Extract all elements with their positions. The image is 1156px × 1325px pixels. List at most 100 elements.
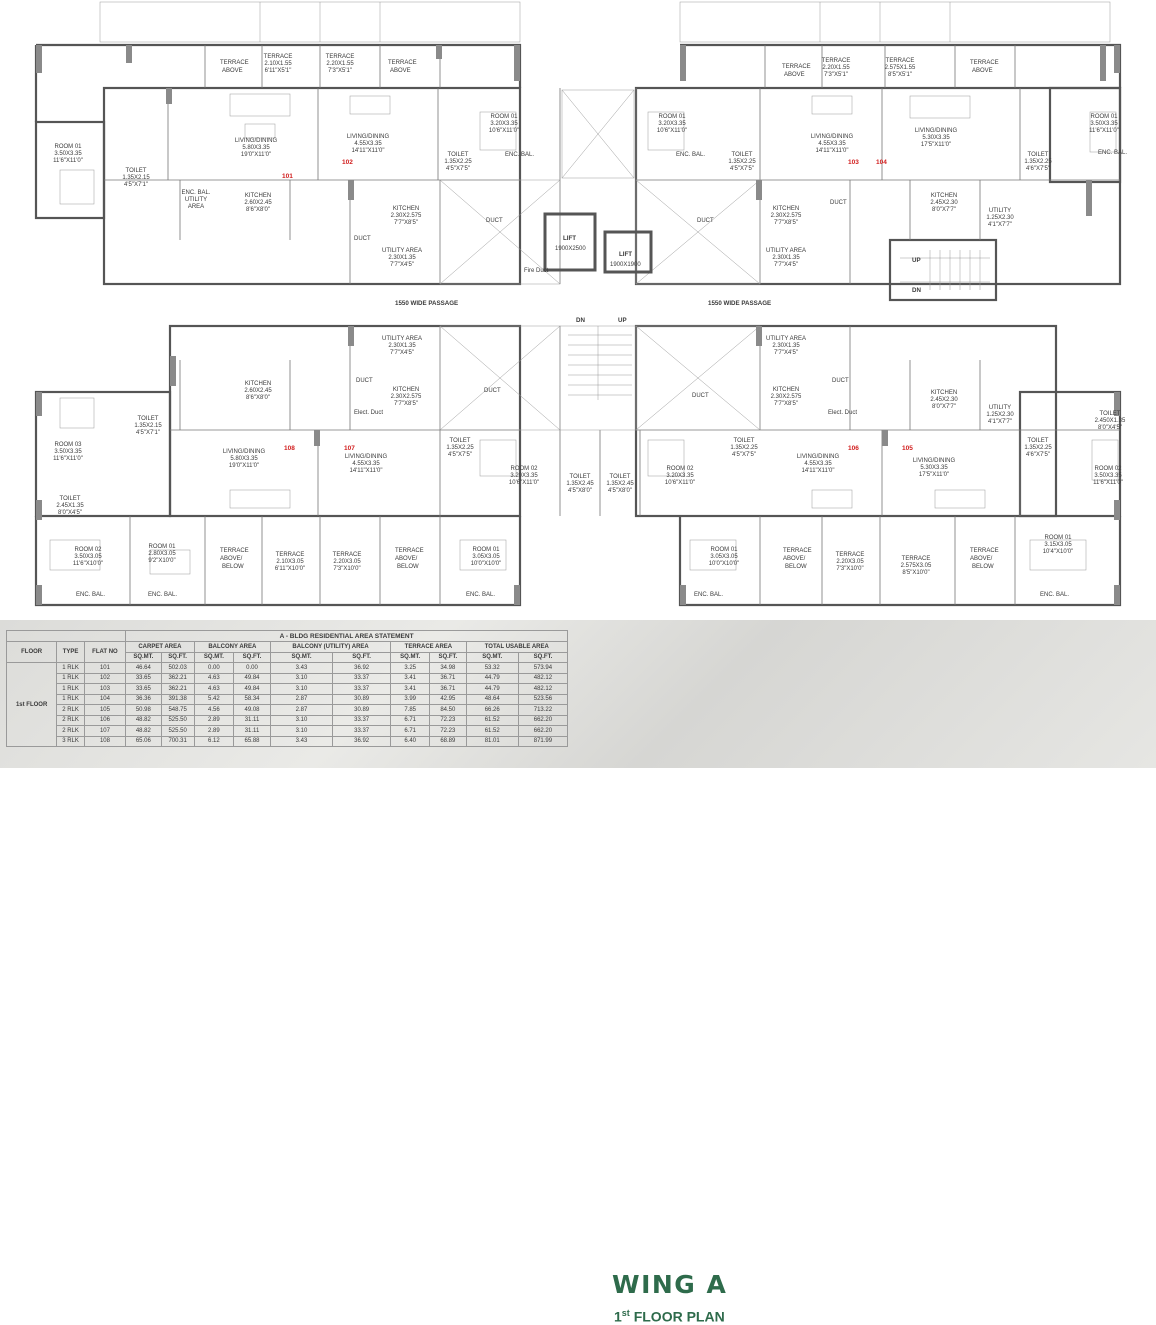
room-label-33-m: 5.80X3.35	[230, 456, 258, 462]
fire-duct-label: Fire Duct	[524, 268, 549, 274]
room-label-0-n: TERRACE	[264, 54, 293, 60]
enc-bal-3: ENC. BAL.	[1098, 150, 1127, 156]
duct-label-8: DUCT	[832, 378, 849, 384]
room-label-45-m: 3.50X3.35	[1094, 473, 1122, 479]
room-label-44-m: 2.450X1.35	[1095, 418, 1126, 424]
room-label-34-n: LIVING/DINING	[345, 454, 388, 460]
cell-tot_m: 61.52	[465, 725, 519, 737]
cell-u_f: 33.37	[332, 725, 392, 737]
duct-label-5: DUCT	[354, 236, 371, 242]
cell-b_m: 4.63	[193, 683, 235, 695]
room-label-6-n: LIVING/DINING	[235, 138, 278, 144]
room-label-36-i: 10'6"X11'0"	[509, 480, 539, 486]
cell-b_m: 0.00	[193, 662, 235, 674]
room-label-32-i: 4'5"X7'1"	[136, 430, 160, 436]
room-label-53-m: 2.20X3.05	[836, 559, 864, 565]
room-label-54-i: 8'5"X10'0"	[902, 570, 929, 576]
terrace-above-2b: ABOVE	[390, 68, 411, 74]
cell-flat: 106	[83, 714, 127, 726]
bottom-panel: A - BLDG RESIDENTIAL AREA STATEMENT FLOO…	[0, 620, 1156, 1325]
cell-flat: 103	[83, 683, 127, 695]
cell-c_f: 548.75	[160, 704, 195, 716]
cell-tot_m: 81.01	[465, 735, 519, 747]
wing-title: WING A	[612, 1270, 728, 1299]
flat-number-103: 103	[848, 159, 859, 166]
duct-shafts	[439, 89, 761, 431]
cell-u_f: 36.92	[332, 735, 392, 747]
terrace-ab-1b: ABOVE/	[220, 556, 243, 562]
cell-u_f: 33.37	[332, 672, 392, 684]
room-label-36-n: ROOM 02	[510, 466, 538, 472]
cell-u_m: 2.87	[269, 693, 334, 705]
flat-number-104: 104	[876, 159, 887, 166]
cell-u_f: 33.37	[332, 714, 392, 726]
cell-b_f: 58.34	[233, 693, 271, 705]
room-label-23-i: 4'1"X7'7"	[988, 222, 1012, 228]
room-label-4-n: ROOM 01	[54, 144, 82, 150]
cell-b_m: 4.56	[193, 704, 235, 716]
room-label-18-m: 2.30X2.575	[391, 213, 422, 219]
room-label-1-n: TERRACE	[326, 54, 355, 60]
room-label-12-n: LIVING/DINING	[811, 134, 854, 140]
cell-type: 1 RLK	[56, 683, 85, 695]
cell-u_m: 3.10	[269, 725, 334, 737]
cell-type: 1 RLK	[56, 662, 85, 674]
room-label-47-m: 3.50X3.05	[74, 554, 102, 560]
cell-t_f: 34.98	[429, 662, 467, 674]
col-terrace: TERRACE AREA	[390, 641, 467, 653]
room-label-8-n: ROOM 01	[490, 114, 518, 120]
room-label-40-m: 1.35X2.25	[730, 445, 758, 451]
room-label-9-i: 4'5"X7'5"	[446, 166, 470, 172]
cell-t_m: 3.41	[390, 672, 431, 684]
room-label-30-m: 1.25X2.30	[986, 412, 1014, 418]
room-label-49-i: 6'11"X10'0"	[275, 566, 305, 572]
cell-type: 1 RLK	[56, 672, 85, 684]
room-label-43-m: 1.35X2.25	[1024, 445, 1052, 451]
room-label-52-i: 10'0"X10'0"	[709, 561, 740, 567]
room-label-22-m: 2.45X2.30	[930, 200, 958, 206]
room-label-50-n: TERRACE	[333, 552, 362, 558]
room-label-27-n: KITCHEN	[773, 387, 799, 393]
room-label-35-m: 1.35X2.25	[446, 445, 474, 451]
cell-tot_f: 662.20	[517, 725, 569, 737]
room-label-2-m: 2.20X1.55	[822, 65, 850, 71]
cell-type: 1 RLK	[56, 693, 85, 705]
room-label-29-n: KITCHEN	[931, 390, 957, 396]
cell-tot_f: 871.99	[517, 735, 569, 747]
room-label-34-m: 4.55X3.35	[352, 461, 380, 467]
room-label-23-m: 1.25X2.30	[986, 215, 1014, 221]
room-label-21-m: 2.30X1.35	[772, 255, 800, 261]
room-label-15-n: ROOM 01	[1090, 114, 1118, 120]
terrace-ab-1c: BELOW	[222, 564, 244, 570]
cell-c_m: 65.06	[125, 735, 162, 747]
cell-b_f: 0.00	[233, 662, 271, 674]
cell-u_f: 30.89	[332, 693, 392, 705]
flat-number-101: 101	[282, 173, 293, 180]
room-label-40-n: TOILET	[734, 438, 755, 444]
cell-c_f: 362.21	[160, 683, 195, 695]
floor-title-num: 1	[614, 1308, 622, 1325]
room-label-28-i: 7'7"X4'5"	[774, 350, 798, 356]
room-label-22-n: KITCHEN	[931, 193, 957, 199]
room-label-50-i: 7'3"X10'0"	[333, 566, 360, 572]
room-label-21-i: 7'7"X4'5"	[774, 262, 798, 268]
passage-label-right: 1550 WIDE PASSAGE	[708, 300, 771, 307]
room-label-46-m: 2.45X1.35	[56, 503, 84, 509]
passage-label-left: 1550 WIDE PASSAGE	[395, 300, 458, 307]
top-structure-outline	[99, 1, 1111, 43]
table-title: A - BLDG RESIDENTIAL AREA STATEMENT	[125, 630, 568, 642]
col-balcony-utility: BALCONY (UTILITY) AREA	[269, 641, 392, 653]
room-label-5-m: 1.35X2.15	[122, 175, 150, 181]
elect-duct-label-2: Elect. Duct	[828, 410, 857, 416]
room-label-39-n: ROOM 02	[666, 466, 694, 472]
room-label-23-n: UTILITY	[989, 208, 1011, 214]
room-label-48-i: 9'2"X10'0"	[148, 558, 175, 564]
terrace-above-3a: TERRACE	[782, 64, 811, 70]
cell-c_m: 46.64	[125, 662, 162, 674]
cell-u_f: 36.92	[332, 662, 392, 674]
cell-u_f: 30.89	[332, 704, 392, 716]
room-label-49-n: TERRACE	[276, 552, 305, 558]
room-label-15-i: 11'6"X11'0"	[1089, 128, 1119, 134]
lift-1-size: 1900X2500	[555, 246, 586, 252]
